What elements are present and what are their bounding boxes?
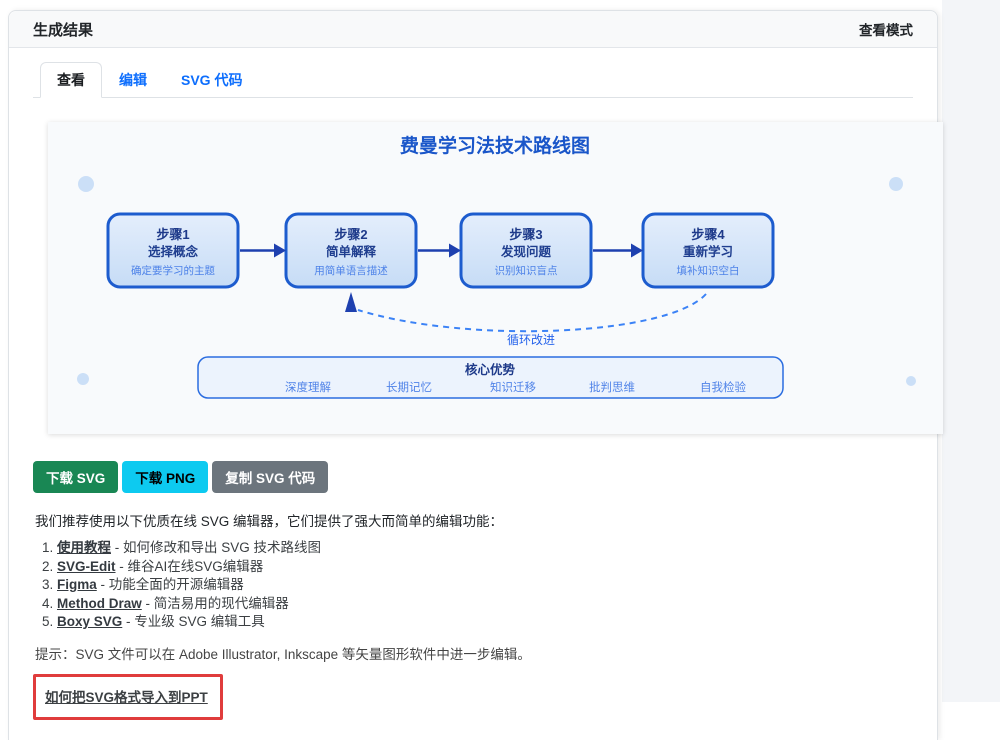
editor-link-method-draw[interactable]: Method Draw bbox=[57, 595, 142, 611]
tab-svg-code[interactable]: SVG 代码 bbox=[181, 72, 243, 88]
step-action: 发现问题 bbox=[500, 244, 552, 259]
editor-desc: - 维谷AI在线SVG编辑器 bbox=[115, 558, 264, 574]
step-name: 步骤1 bbox=[156, 227, 189, 242]
diagram-step-4: 步骤4 重新学习 填补知识空白 bbox=[641, 212, 775, 289]
result-card-header: 生成结果 查看模式 bbox=[9, 11, 937, 48]
list-item: Boxy SVG - 专业级 SVG 编辑工具 bbox=[57, 615, 913, 629]
result-card-body: 查看 编辑 SVG 代码 费曼学习法技术路线图 bbox=[9, 48, 943, 740]
download-svg-button[interactable]: 下载 SVG bbox=[33, 461, 119, 493]
editor-desc: - 专业级 SVG 编辑工具 bbox=[122, 614, 265, 629]
editor-desc: - 简洁易用的现代编辑器 bbox=[141, 595, 289, 611]
step-desc: 确定要学习的主题 bbox=[131, 264, 215, 277]
decor-dot-icon bbox=[78, 176, 94, 192]
editor-link-figma[interactable]: Figma bbox=[57, 577, 97, 592]
diagram-title: 费曼学习法技术路线图 bbox=[400, 134, 590, 157]
tip-text: 提示：SVG 文件可以在 Adobe Illustrator, Inkscape… bbox=[35, 647, 531, 662]
advantage-item: 批判思维 bbox=[589, 380, 635, 394]
decor-dot-icon bbox=[889, 177, 903, 191]
editor-link-tutorial[interactable]: 使用教程 bbox=[57, 540, 111, 555]
step-desc: 填补知识空白 bbox=[677, 264, 740, 277]
ppt-import-link[interactable]: 如何把SVG格式导入到PPT bbox=[45, 690, 208, 705]
decor-dot-icon bbox=[906, 376, 916, 386]
diagram-step-2: 步骤2 简单解释 用简单语言描述 bbox=[284, 212, 418, 289]
list-item: SVG-Edit - 维谷AI在线SVG编辑器 bbox=[57, 558, 913, 574]
diagram-step-1: 步骤1 选择概念 确定要学习的主题 bbox=[106, 212, 240, 289]
tab-edit[interactable]: 编辑 bbox=[119, 72, 147, 88]
editor-list: 使用教程 - 如何修改和导出 SVG 技术路线图 SVG-Edit - 维谷AI… bbox=[33, 541, 913, 629]
download-png-button[interactable]: 下载 PNG bbox=[122, 461, 209, 493]
diagram-step-3: 步骤3 发现问题 识别知识盲点 bbox=[459, 212, 593, 289]
flow-arrow-icon bbox=[240, 243, 286, 258]
editors-intro-text: 我们推荐使用以下优质在线 SVG 编辑器，它们提供了强大而简单的编辑功能： bbox=[35, 514, 504, 529]
decor-dot-icon bbox=[77, 373, 89, 385]
action-button-row: 下载 SVG 下载 PNG 复制 SVG 代码 bbox=[33, 461, 913, 493]
ppt-link-highlight-box: 如何把SVG格式导入到PPT bbox=[33, 674, 223, 720]
editor-link-boxy-svg[interactable]: Boxy SVG bbox=[57, 614, 123, 629]
step-action: 简单解释 bbox=[326, 244, 377, 259]
list-item: Figma - 功能全面的开源编辑器 bbox=[57, 578, 913, 592]
editor-desc: - 如何修改和导出 SVG 技术路线图 bbox=[111, 540, 322, 555]
advantage-item: 知识迁移 bbox=[490, 380, 536, 394]
flow-arrow-icon bbox=[418, 243, 461, 258]
feynman-roadmap-diagram: 费曼学习法技术路线图 步骤1 选择概念 确定要学习的主题 步骤2 简单解释 bbox=[77, 134, 916, 399]
step-action: 选择概念 bbox=[148, 244, 199, 259]
tab-view[interactable]: 查看 bbox=[40, 62, 102, 98]
advantage-item: 长期记忆 bbox=[386, 381, 432, 394]
flow-arrow-icon bbox=[593, 243, 643, 258]
step-name: 步骤2 bbox=[334, 227, 367, 242]
page-title: 生成结果 bbox=[33, 21, 94, 39]
editor-desc: - 功能全面的开源编辑器 bbox=[96, 577, 244, 592]
editor-link-svg-edit[interactable]: SVG-Edit bbox=[57, 558, 116, 574]
svg-preview-canvas: 费曼学习法技术路线图 步骤1 选择概念 确定要学习的主题 步骤2 简单解释 bbox=[48, 122, 943, 434]
step-name: 步骤4 bbox=[691, 227, 725, 242]
step-name: 步骤3 bbox=[509, 227, 542, 242]
list-item: Method Draw - 简洁易用的现代编辑器 bbox=[57, 595, 913, 611]
loop-arrow-icon bbox=[345, 292, 707, 333]
advantages-panel: 核心优势 深度理解 长期记忆 知识迁移 批判思维 自我检验 bbox=[197, 356, 784, 399]
view-mode-button[interactable]: 查看模式 bbox=[859, 23, 913, 38]
list-item: 使用教程 - 如何修改和导出 SVG 技术路线图 bbox=[57, 541, 913, 555]
page-background-strip bbox=[942, 0, 1000, 702]
copy-svg-code-button[interactable]: 复制 SVG 代码 bbox=[212, 461, 329, 493]
step-action: 重新学习 bbox=[683, 244, 733, 259]
step-desc: 用简单语言描述 bbox=[314, 264, 388, 277]
step-desc: 识别知识盲点 bbox=[495, 264, 558, 277]
advantage-item: 深度理解 bbox=[285, 380, 331, 394]
advantage-item: 自我检验 bbox=[700, 380, 746, 394]
advantages-title: 核心优势 bbox=[465, 362, 516, 377]
tab-bar: 查看 编辑 SVG 代码 bbox=[33, 62, 913, 98]
loop-label: 循环改进 bbox=[507, 333, 555, 347]
result-card: 生成结果 查看模式 查看 编辑 SVG 代码 费曼学习法技术路线图 bbox=[8, 10, 943, 740]
